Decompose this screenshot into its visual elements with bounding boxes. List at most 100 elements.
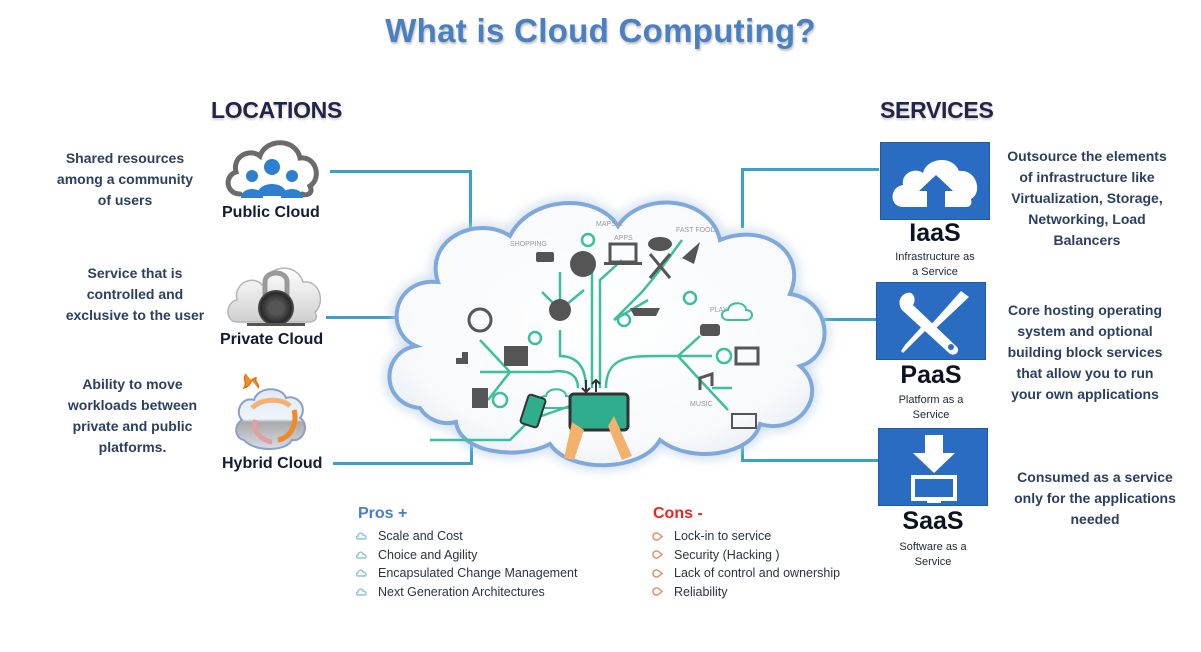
cutlery-icon — [648, 253, 672, 279]
cloud-users-icon — [225, 140, 319, 198]
desc-line: of users — [97, 192, 153, 208]
teal-nodes — [491, 232, 733, 409]
download-monitor-icon — [911, 435, 957, 503]
label-music: MUSIC — [690, 401, 713, 408]
cons-item: Lack of control and ownership — [652, 564, 840, 583]
desc-line: Service that is — [87, 265, 183, 281]
cloud-shape — [387, 200, 827, 468]
svc-sub-line: Platform as a — [898, 394, 964, 406]
desc-line: Shared resources — [65, 150, 185, 166]
burger-icon — [648, 237, 672, 251]
desc-line: building block services — [1007, 344, 1163, 360]
connector-paas — [815, 318, 877, 321]
desc-line: platforms. — [98, 439, 167, 455]
saas-code: SaaS — [902, 507, 964, 535]
connector-private — [326, 316, 416, 319]
cons-item: Lock-in to service — [652, 527, 840, 546]
label-apps: APPS — [614, 235, 633, 242]
public-cloud-label: Public Cloud — [222, 204, 320, 221]
desc-line: system and optional — [1017, 323, 1153, 339]
pros-item-text: Encapsulated Change Management — [378, 566, 578, 581]
cloud-labels: SHOPPING MAPS & APPS FAST FOOD PLAY MUSI… — [510, 221, 728, 408]
laptop-base-icon — [604, 262, 642, 265]
desc-line: Virtualization, Storage, — [1011, 190, 1163, 206]
saas-fullname: Software as a Service — [878, 540, 988, 570]
central-cloud-illustration: SHOPPING MAPS & APPS FAST FOOD PLAY MUSI… — [387, 200, 827, 468]
desc-line: Outsource the elements — [1007, 148, 1167, 164]
ufo-icon — [630, 308, 660, 316]
connector-public — [330, 170, 472, 240]
www-globe-icon — [549, 299, 571, 321]
iaas-description: Outsource the elements of infrastructure… — [992, 146, 1182, 251]
svc-sub-line: a Service — [912, 266, 958, 278]
desc-line: that allow you to run — [1016, 365, 1154, 381]
pros-item: Scale and Cost — [356, 527, 577, 546]
cons-list: Lock-in to service Security (Hacking ) L… — [652, 527, 840, 601]
saas-description: Consumed as a service only for the appli… — [1000, 467, 1190, 530]
wrench-screwdriver-icon — [899, 291, 969, 355]
music-note-icon — [698, 371, 714, 390]
services-heading: SERVICES — [880, 97, 994, 123]
cons-item: Security (Hacking ) — [652, 546, 840, 565]
email-at-icon — [467, 307, 493, 333]
desc-line: workloads between — [67, 397, 198, 413]
hybrid-cloud-description: Ability to move workloads between privat… — [50, 374, 215, 458]
cons-item-text: Lack of control and ownership — [674, 566, 841, 581]
cons-item: Reliability — [652, 583, 840, 602]
phone-icon — [519, 393, 547, 429]
cloud-bullet-icon — [356, 588, 378, 596]
finance-doc-icon — [472, 388, 488, 408]
private-cloud-description: Service that is controlled and exclusive… — [55, 263, 215, 326]
public-cloud-description: Shared resources among a community of us… — [40, 148, 210, 211]
barcode-icon — [731, 413, 757, 429]
tablet-with-hands-icon — [564, 378, 632, 460]
svc-sub-line: Infrastructure as — [895, 251, 975, 263]
signal-bars-icon — [450, 352, 468, 364]
private-cloud-label: Private Cloud — [220, 331, 324, 348]
cons-title: Cons - — [653, 505, 703, 522]
desc-line: Core hosting operating — [1008, 302, 1162, 318]
desc-line: your own applications — [1011, 386, 1159, 402]
cloud-bullet-icon — [356, 532, 378, 540]
cons-item-text: Reliability — [674, 584, 728, 599]
desc-line: exclusive to the user — [65, 307, 205, 323]
label-fast-food: FAST FOOD — [676, 227, 716, 234]
page-title: What is Cloud Computing? — [385, 12, 816, 49]
paas-code: PaaS — [900, 361, 962, 389]
desc-line: only for the applications — [1014, 490, 1176, 506]
desc-line: controlled and — [86, 286, 184, 302]
cloud-bullet-icon — [356, 551, 378, 559]
paas-description: Core hosting operating system and option… — [990, 300, 1180, 405]
cloud-bullet-icon — [652, 532, 674, 541]
desc-line: private and public — [72, 418, 193, 434]
desc-line: Balancers — [1053, 232, 1121, 248]
cons-item-text: Lock-in to service — [674, 529, 772, 544]
paas-fullname: Platform as a Service — [876, 393, 986, 423]
hybrid-cloud-label: Hybrid Cloud — [222, 455, 323, 472]
desc-line: needed — [1070, 511, 1120, 527]
svc-sub-line: Software as a — [899, 541, 967, 553]
svc-sub-line: Service — [914, 556, 952, 568]
video-icon — [734, 346, 760, 366]
cloud-bullet-icon — [652, 569, 674, 578]
iaas-fullname: Infrastructure as a Service — [880, 250, 990, 280]
pros-item-text: Choice and Agility — [378, 547, 478, 562]
cloud-bullet-icon — [652, 587, 674, 596]
connector-iaas — [741, 168, 879, 228]
globe-icon — [570, 251, 596, 277]
cloud-bullet-icon — [652, 550, 674, 559]
pros-item-text: Next Generation Architectures — [378, 584, 545, 599]
pros-item: Choice and Agility — [356, 546, 577, 565]
service-icons — [450, 237, 760, 429]
chat-icon — [536, 252, 554, 262]
cloud-bullet-icon — [356, 569, 378, 577]
desc-line: Ability to move — [82, 376, 183, 392]
desc-line: among a community — [56, 171, 194, 187]
label-play: PLAY — [710, 307, 728, 314]
paas-box — [876, 282, 986, 360]
label-shopping: SHOPPING — [510, 241, 547, 248]
pizza-icon — [682, 242, 700, 264]
saas-box — [878, 428, 988, 506]
desc-line: Networking, Load — [1028, 211, 1146, 227]
locations-heading: LOCATIONS — [211, 97, 343, 123]
